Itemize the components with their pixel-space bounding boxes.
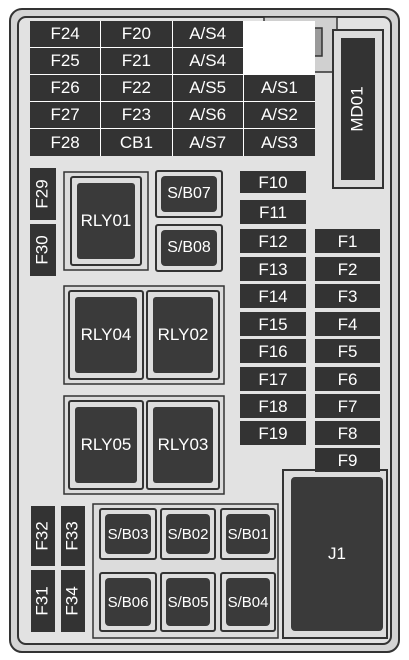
fuse-label: F25 bbox=[30, 48, 102, 75]
relay-rly05: RLY05 bbox=[68, 400, 144, 490]
fuse-label: F29 bbox=[33, 179, 53, 209]
relay-label: RLY04 bbox=[75, 297, 137, 373]
fuse-label: F32 bbox=[33, 521, 53, 551]
small-box-label: S/B05 bbox=[166, 578, 210, 626]
fuse-label: F31 bbox=[33, 586, 53, 616]
fuse-f11: F11 bbox=[240, 200, 306, 224]
fuse-f12: F12 bbox=[240, 229, 306, 253]
fuse-f8: F8 bbox=[315, 421, 380, 445]
small-box-label: S/B03 bbox=[105, 514, 151, 554]
small-box-sb03: S/B03 bbox=[99, 508, 157, 560]
fuse-label: A/S2 bbox=[243, 102, 315, 129]
fuse-label: A/S3 bbox=[260, 132, 298, 152]
fuse-f13: F13 bbox=[240, 257, 306, 281]
fuse-f3: F3 bbox=[315, 284, 380, 308]
small-box-sb08: S/B08 bbox=[155, 224, 223, 272]
fuse-label: F22 bbox=[101, 75, 173, 102]
fuse-label: F21 bbox=[101, 48, 173, 75]
fuse-label: F30 bbox=[33, 235, 53, 265]
fuse-f32: F32 bbox=[31, 506, 55, 566]
fuse-f6: F6 bbox=[315, 367, 380, 391]
relay-rly04: RLY04 bbox=[68, 290, 144, 380]
fuse-f31: F31 bbox=[31, 570, 55, 632]
fuse-f18: F18 bbox=[240, 394, 306, 418]
fuse-label: A/S1 bbox=[243, 75, 315, 102]
fuse-label: A/S5 bbox=[172, 75, 244, 102]
small-box-sb06: S/B06 bbox=[99, 572, 157, 632]
md01-body bbox=[341, 38, 375, 180]
fuse-label: F26 bbox=[30, 75, 102, 102]
relay-rly02: RLY02 bbox=[146, 290, 220, 380]
fuse-f16: F16 bbox=[240, 339, 306, 363]
fuse-f33: F33 bbox=[61, 506, 85, 566]
small-box-label: S/B06 bbox=[105, 578, 151, 626]
fuse-label: F28 bbox=[30, 129, 102, 156]
relay-label: RLY03 bbox=[153, 407, 213, 483]
fuse-f14: F14 bbox=[240, 284, 306, 308]
fuse-f15: F15 bbox=[240, 312, 306, 336]
fuse-label: CB1 bbox=[101, 129, 173, 156]
small-box-sb05: S/B05 bbox=[160, 572, 216, 632]
fuse-f34: F34 bbox=[61, 570, 85, 632]
relay-rly01: RLY01 bbox=[70, 176, 142, 266]
md01-text: MD01 bbox=[348, 86, 368, 132]
small-box-label: S/B02 bbox=[166, 514, 210, 554]
small-box-label: S/B04 bbox=[226, 578, 270, 626]
fuse-label: F27 bbox=[30, 102, 102, 129]
small-box-label: S/B07 bbox=[161, 176, 217, 212]
relay-label: RLY01 bbox=[77, 183, 135, 259]
small-box-sb07: S/B07 bbox=[155, 170, 223, 218]
fuse-label: F24 bbox=[30, 21, 102, 48]
fuse-f9: F9 bbox=[315, 448, 380, 472]
small-box-label: S/B01 bbox=[226, 514, 270, 554]
small-box-sb01: S/B01 bbox=[220, 508, 276, 560]
fuse-f30: F30 bbox=[30, 224, 56, 276]
small-box-label: S/B08 bbox=[161, 230, 217, 266]
small-box-sb02: S/B02 bbox=[160, 508, 216, 560]
fuse-f29: F29 bbox=[30, 168, 56, 220]
fuse-f1: F1 bbox=[315, 229, 380, 253]
relay-label: RLY05 bbox=[75, 407, 137, 483]
grid-gap bbox=[243, 21, 315, 48]
fuse-f2: F2 bbox=[315, 257, 380, 281]
relay-label: RLY02 bbox=[153, 297, 213, 373]
fuse-f7: F7 bbox=[315, 394, 380, 418]
fuse-f17: F17 bbox=[240, 367, 306, 391]
top-fuse-grid: F24 F20 A/S4 F25 F21 A/S4 F26 F22 A/S5 A… bbox=[30, 21, 315, 156]
fuse-f5: F5 bbox=[315, 339, 380, 363]
j1-body bbox=[291, 477, 383, 631]
fuse-label: A/S4 bbox=[172, 21, 244, 48]
fuse-label: A/S4 bbox=[172, 48, 244, 75]
fuse-label: F23 bbox=[101, 102, 173, 129]
j1-label: J1 bbox=[328, 544, 346, 563]
fuse-f4: F4 bbox=[315, 312, 380, 336]
fuse-label: F34 bbox=[63, 586, 83, 616]
md01-label: MD01 bbox=[341, 38, 375, 180]
fuse-label: A/S6 bbox=[172, 102, 244, 129]
fuse-f10: F10 bbox=[240, 171, 306, 193]
fuse-label: F20 bbox=[101, 21, 173, 48]
small-box-sb04: S/B04 bbox=[220, 572, 276, 632]
relay-rly03: RLY03 bbox=[146, 400, 220, 490]
fuse-f19: F19 bbox=[240, 421, 306, 445]
grid-gap bbox=[243, 48, 315, 75]
fuse-label: A/S7 bbox=[173, 129, 244, 156]
fuse-label: F33 bbox=[63, 521, 83, 551]
